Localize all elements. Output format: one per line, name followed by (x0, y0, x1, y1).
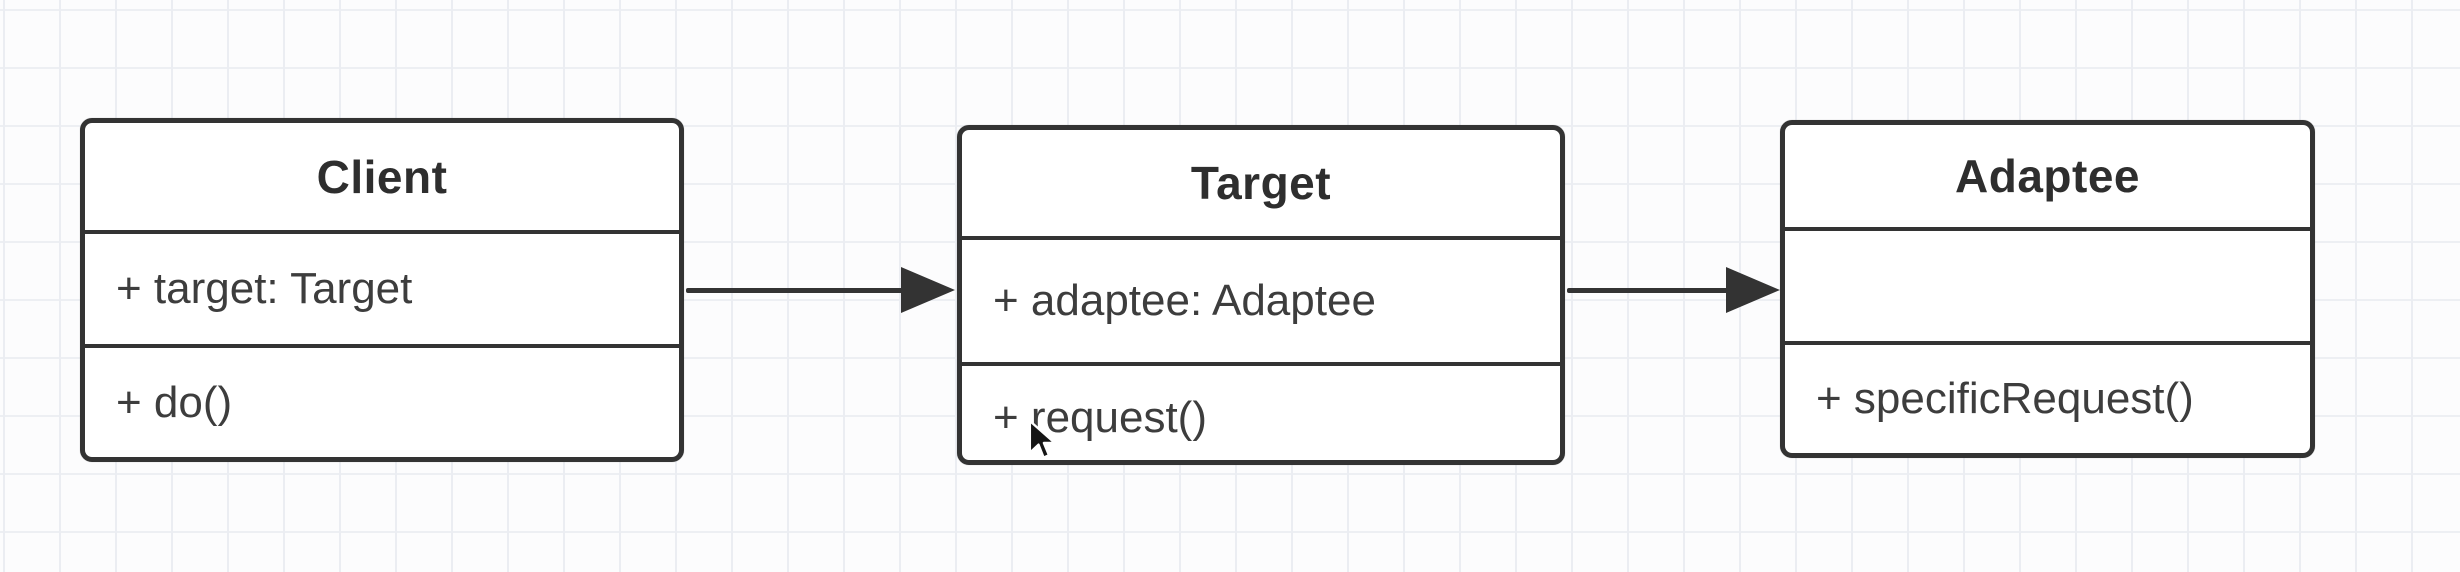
class-box-adaptee[interactable]: Adaptee + specificRequest() (1780, 120, 2315, 458)
method-text: + do() (116, 377, 233, 427)
arrow-line (1567, 288, 1729, 293)
attribute-text: + adaptee: Adaptee (993, 276, 1376, 325)
class-methods-section: + specificRequest() (1785, 341, 2310, 453)
arrow-head-icon (901, 267, 955, 313)
method-text: + request() (993, 393, 1207, 442)
class-box-target[interactable]: Target + adaptee: Adaptee + request() (957, 125, 1565, 465)
class-title: Target (962, 130, 1560, 240)
class-title: Client (85, 123, 679, 234)
class-attributes-section (1785, 231, 2310, 341)
method-text: + specificRequest() (1816, 374, 2194, 423)
class-attributes-section: + target: Target (85, 234, 679, 344)
arrow-line (686, 288, 904, 293)
class-attributes-section: + adaptee: Adaptee (962, 240, 1560, 362)
class-title: Adaptee (1785, 125, 2310, 231)
class-box-client[interactable]: Client + target: Target + do() (80, 118, 684, 462)
attribute-text: + target: Target (116, 264, 413, 313)
arrow-head-icon (1726, 267, 1780, 313)
class-methods-section: + do() (85, 344, 679, 457)
class-methods-section: + request() (962, 362, 1560, 460)
